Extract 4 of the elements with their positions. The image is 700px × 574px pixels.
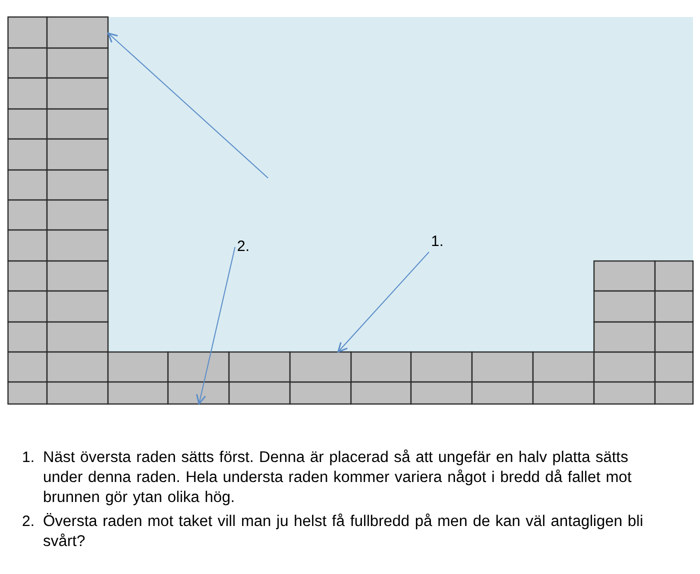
list-number: 2. [22,512,35,532]
note-text: Översta raden mot taket vill man ju helst få fullbredd på men de kan väl antagligen bli svårt? [43,512,644,552]
list-number: 1. [22,448,35,468]
note-text: Näst översta raden sätts först. Denna är placerad så att ungefär en halv platta sätts under denna raden. Hela understa raden kommer variera något i bredd då fallet mot brunnen gör ytan olika hög. [43,448,633,508]
